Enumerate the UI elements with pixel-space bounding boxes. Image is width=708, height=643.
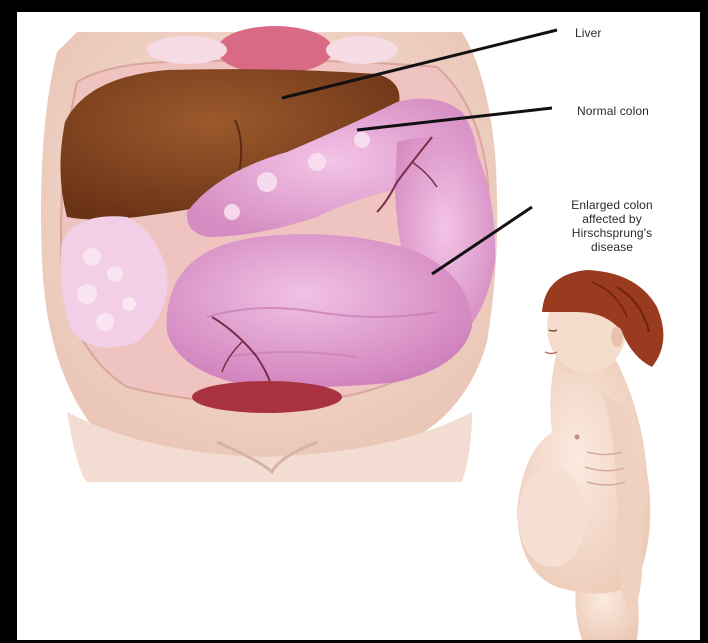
illustration-panel: Liver Normal colon Enlarged colon affect…: [17, 12, 700, 640]
child-figure: [517, 270, 663, 640]
enlarged-colon-label-line-4: disease: [547, 240, 677, 254]
enlarged-colon-label-line-2: affected by: [547, 212, 677, 226]
normal-colon-label: Normal colon: [577, 104, 667, 118]
lung-left: [147, 36, 227, 64]
liver-label: Liver: [575, 26, 615, 40]
enlarged-colon-organ: [167, 234, 472, 387]
heart-top: [217, 26, 333, 74]
enlarged-colon-label-line-1: Enlarged colon: [547, 198, 677, 212]
bladder: [192, 381, 342, 413]
lung-right: [326, 36, 398, 64]
enlarged-colon-label-line-3: Hirschsprung's: [547, 226, 677, 240]
enlarged-colon-label: Enlarged colon affected by Hirschsprung'…: [547, 198, 677, 254]
